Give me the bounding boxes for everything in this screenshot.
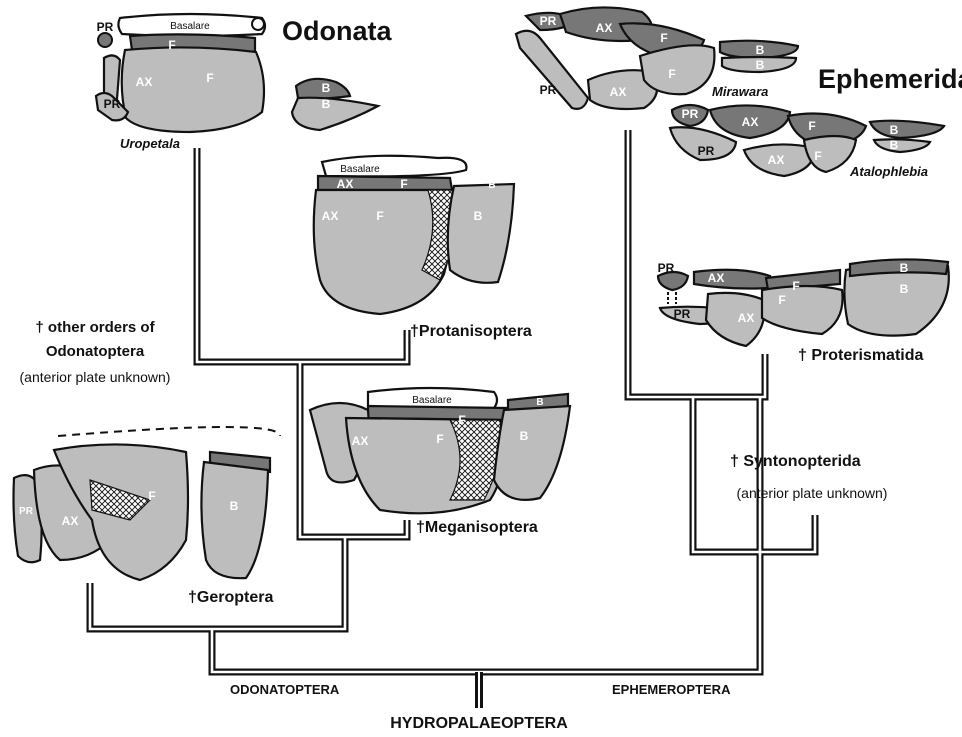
other-orders-note: † other orders of Odonatoptera (anterior…	[20, 319, 171, 385]
meganisoptera-plates: Basalare AX F F B B †Meganisoptera	[310, 388, 570, 536]
f-label: F	[376, 209, 383, 223]
pr-rod	[516, 31, 588, 109]
f-lower-plate	[640, 45, 714, 94]
ax-label: AX	[768, 153, 785, 167]
taxon-geroptera: †Geroptera	[188, 589, 273, 606]
species-atalophlebia: Atalophlebia	[849, 164, 928, 179]
b-label: B	[322, 81, 331, 95]
b-label: B	[756, 58, 765, 72]
pr-label: PR	[104, 97, 121, 111]
b-label: B	[230, 499, 239, 513]
taxon-syntonopterida: † Syntonopterida	[730, 453, 861, 470]
ax-strip	[694, 270, 770, 289]
ax-label: AX	[322, 209, 339, 223]
clade-root-hydropalaeoptera: HYDROPALAEOPTERA	[390, 715, 568, 732]
b-label: B	[520, 429, 529, 443]
b-plate	[201, 462, 268, 578]
b-label: B	[890, 138, 899, 152]
syntonopterida-note: † Syntonopterida (anterior plate unknown…	[730, 453, 887, 501]
ax-plate	[706, 293, 765, 346]
basalare-label: Basalare	[170, 21, 210, 32]
f-label: F	[168, 38, 175, 52]
b-label: B	[900, 261, 909, 275]
ax-label: AX	[742, 115, 759, 129]
pr-label: PR	[540, 83, 557, 97]
unknown-outline	[58, 427, 280, 436]
anterior-unknown-note: (anterior plate unknown)	[20, 369, 171, 385]
other-orders-line2: Odonatoptera	[46, 343, 145, 360]
group-title-odonata: Odonata	[282, 16, 392, 46]
pr-label: PR	[674, 307, 691, 321]
ax-label: AX	[352, 434, 369, 448]
f-label: F	[778, 293, 785, 307]
ax-label: AX	[62, 514, 79, 528]
pr-label: PR	[540, 14, 557, 28]
odonata-plates: PR PR Basalare F F AX B B Uropetala Odon…	[96, 14, 392, 151]
f-lower-plate	[804, 136, 856, 172]
proterismatida-plates: PR PR AX F AX F B B † Proterismatida	[658, 259, 949, 364]
taxon-meganisoptera: †Meganisoptera	[416, 519, 538, 536]
pr-label: PR	[682, 107, 699, 121]
pr-label: PR	[97, 20, 114, 34]
b-label: B	[890, 123, 899, 137]
f-label: F	[400, 177, 407, 191]
f-label: F	[792, 279, 799, 293]
f-label: F	[458, 413, 465, 427]
f-label: F	[808, 119, 815, 133]
f-label: F	[668, 67, 675, 81]
b-label: B	[756, 43, 765, 57]
b-label: B	[322, 97, 331, 111]
basalare-label: Basalare	[340, 164, 380, 175]
atalophlebia-plates: PR PR AX F AX F B B Atalophlebia	[670, 105, 944, 179]
pr-label: PR	[19, 506, 34, 517]
protanisoptera-plates: Basalare AX F AX F B B †Protanisoptera	[314, 156, 532, 340]
other-orders-line1: † other orders of	[35, 319, 155, 336]
pr-label: PR	[698, 144, 715, 158]
taxon-proterismatida: † Proterismatida	[798, 347, 924, 364]
b-plate	[448, 184, 514, 283]
ax-label: AX	[136, 75, 153, 89]
f-plate	[762, 286, 843, 334]
b-label: B	[488, 180, 495, 191]
f-label: F	[436, 432, 443, 446]
clade-ephemeroptera: EPHEMEROPTERA	[612, 682, 731, 697]
b-label: B	[900, 282, 909, 296]
b-plate-upper	[870, 121, 944, 138]
f-label: F	[148, 489, 155, 503]
f-label: F	[206, 71, 213, 85]
ax-label: AX	[337, 177, 354, 191]
clade-odonatoptera: ODONATOPTERA	[230, 682, 340, 697]
b-plate-lower	[292, 98, 378, 130]
b-plate	[494, 406, 570, 500]
species-mirawara: Mirawara	[712, 84, 768, 99]
b-label: B	[536, 397, 543, 408]
ax-label: AX	[738, 311, 755, 325]
geroptera-plates: PR AX F B †Geroptera	[14, 427, 281, 606]
f-label: F	[814, 149, 821, 163]
anterior-unknown-note: (anterior plate unknown)	[737, 485, 888, 501]
pr-label: PR	[658, 261, 675, 275]
anterior-plate-main	[122, 47, 264, 132]
mirawara-plates: PR AX F PR AX F B B Mirawara Ephemerida	[516, 7, 962, 109]
ax-label: AX	[610, 85, 627, 99]
basalare-label: Basalare	[412, 395, 452, 406]
species-uropetala: Uropetala	[120, 136, 180, 151]
taxon-protanisoptera: †Protanisoptera	[410, 323, 532, 340]
b-label: B	[474, 209, 483, 223]
ax-label: AX	[708, 271, 725, 285]
b-plate-lower	[874, 139, 930, 152]
group-title-ephemerida: Ephemerida	[818, 64, 962, 94]
f-label: F	[660, 31, 667, 45]
ax-label: AX	[596, 21, 613, 35]
